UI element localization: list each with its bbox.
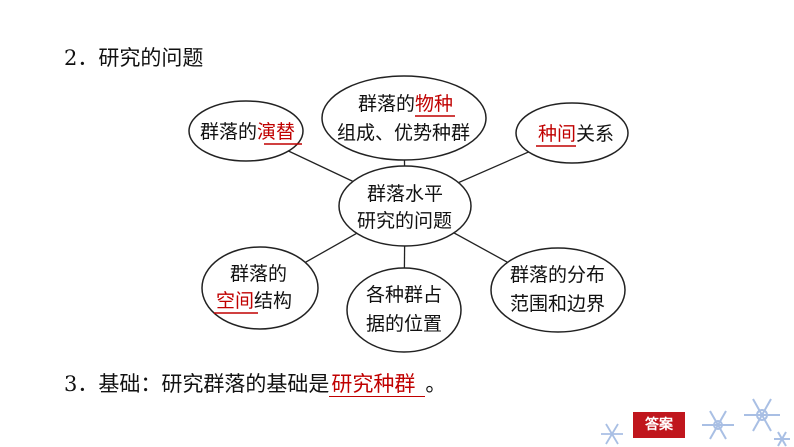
node-distribution-line2: 范围和边界	[510, 293, 605, 315]
snowflake-decoration-small	[601, 423, 623, 445]
node-interspecific	[515, 102, 629, 164]
answer-button[interactable]: 答案	[633, 412, 685, 438]
basis-suffix: 。	[425, 372, 447, 396]
node-spatial-line1: 群落的	[230, 263, 287, 285]
node-spatial-line2: 空间结构	[216, 290, 292, 312]
snowflake-icon	[601, 423, 623, 445]
node-niche	[346, 267, 462, 353]
node-distribution	[490, 247, 626, 333]
snowflake-decoration	[702, 398, 790, 447]
node-center-line2: 研究的问题	[357, 210, 452, 232]
basis-sentence: 3．基础：研究群落的基础是研究种群。	[64, 368, 446, 398]
snowflake-icon	[702, 398, 790, 447]
node-composition	[321, 75, 487, 161]
node-spatial	[201, 246, 319, 330]
node-composition-line2: 组成、优势种群	[337, 122, 470, 144]
node-center	[338, 165, 472, 247]
node-succession	[188, 100, 304, 162]
basis-prefix: 3．基础：研究群落的基础是	[64, 372, 330, 396]
node-succession-label: 群落的演替	[200, 121, 295, 143]
node-niche-line2: 据的位置	[366, 313, 442, 335]
node-interspecific-label: 种间关系	[538, 123, 614, 145]
node-center-line1: 群落水平	[367, 183, 443, 205]
section-heading: 2．研究的问题	[64, 46, 204, 70]
node-distribution-line1: 群落的分布	[510, 264, 605, 286]
node-composition-line1: 群落的物种	[358, 93, 453, 115]
basis-answer-blank: 研究种群	[329, 372, 426, 398]
node-niche-line1: 各种群占	[366, 284, 442, 306]
